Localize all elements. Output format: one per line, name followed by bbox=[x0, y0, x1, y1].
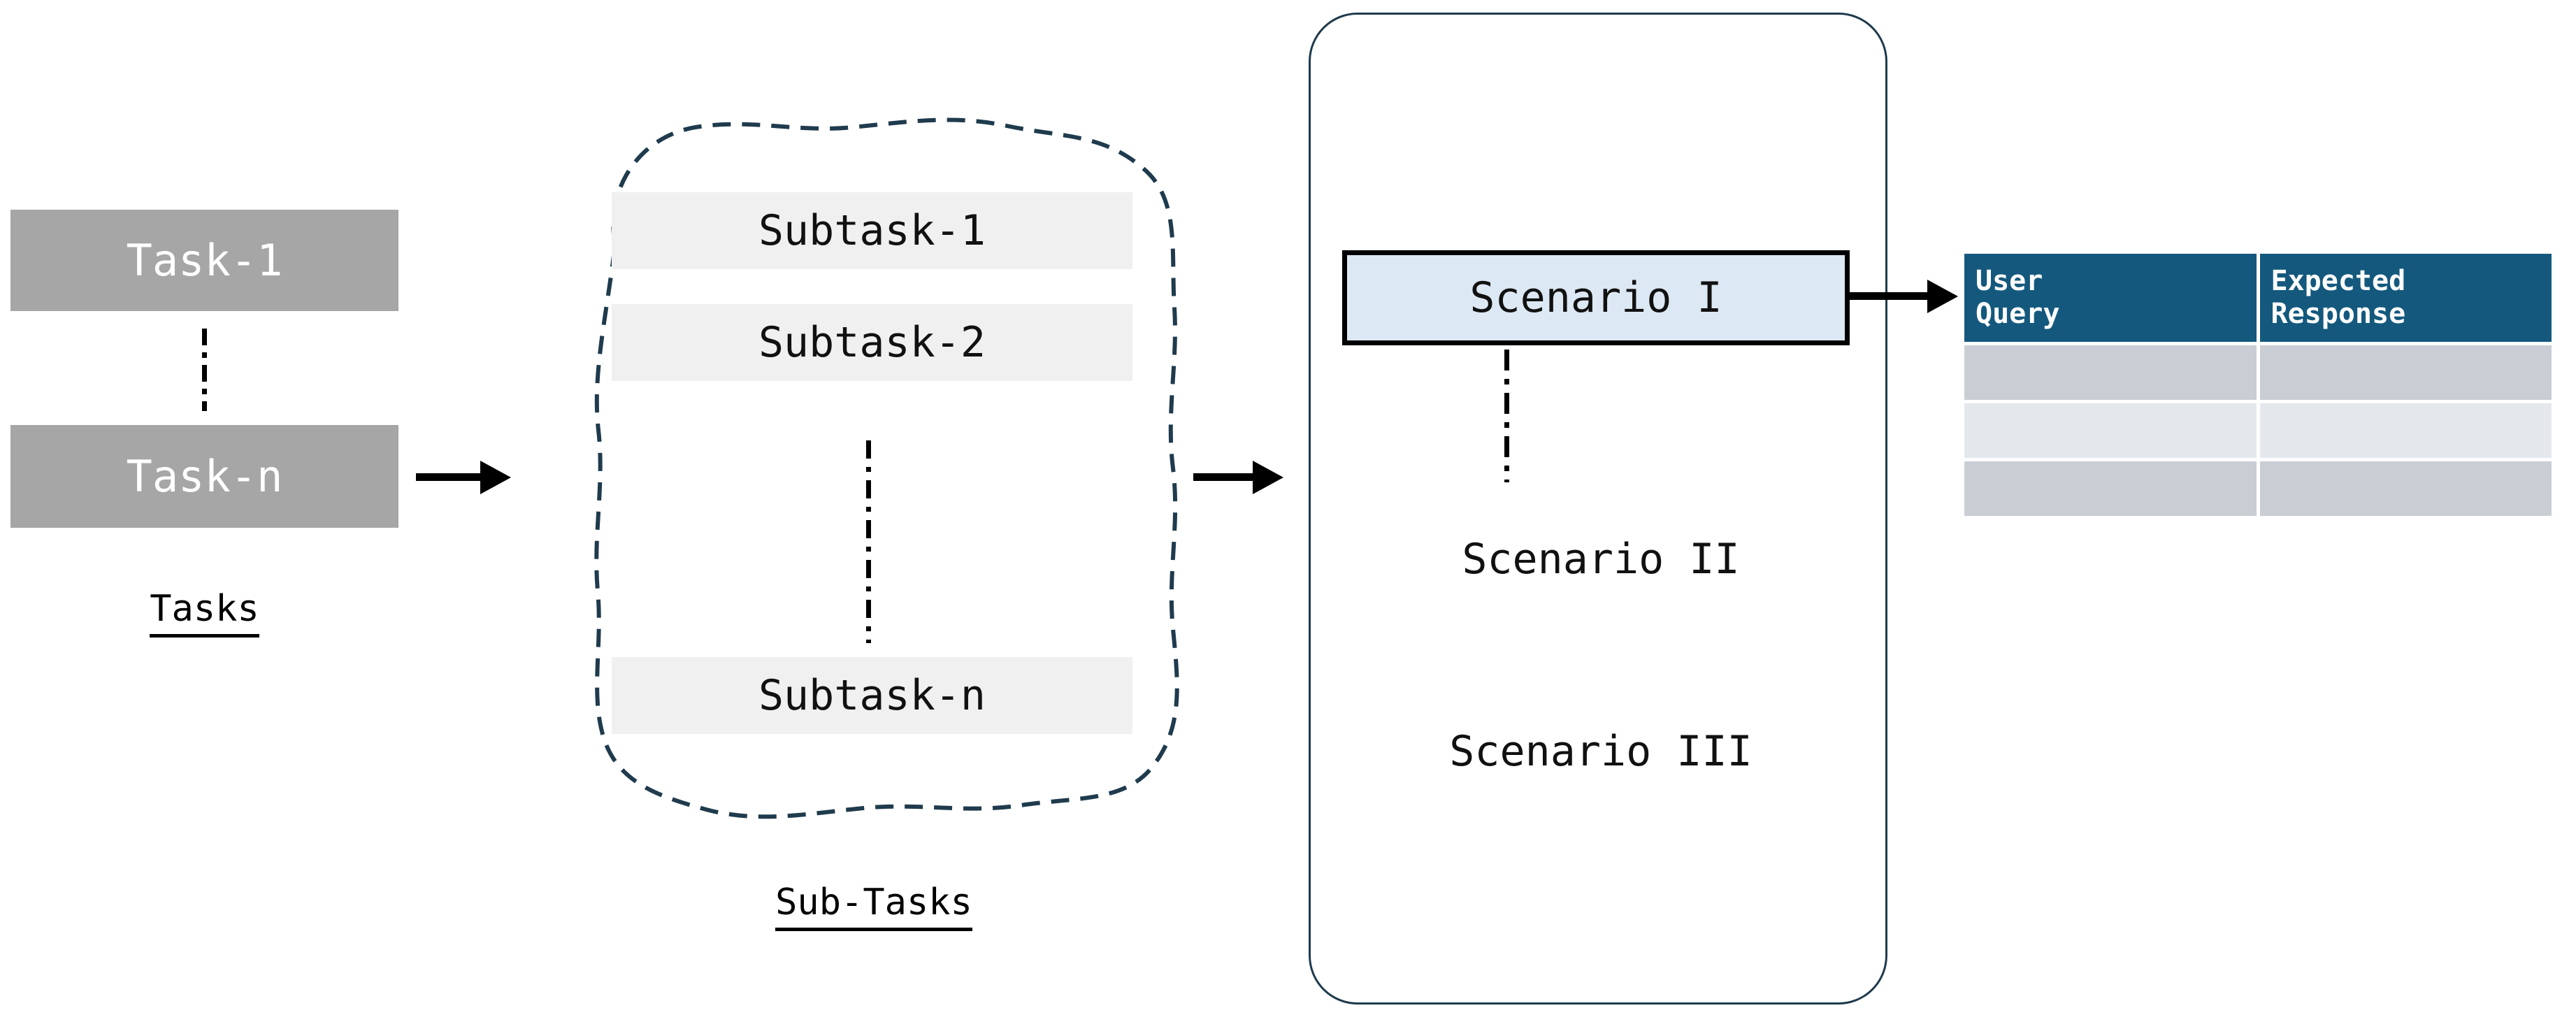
scenarios-card bbox=[1309, 13, 1887, 1005]
arrow-subtasks-to-scenarios-head bbox=[1253, 461, 1283, 494]
subtask-box-n: Subtask-n bbox=[612, 657, 1132, 734]
subtasks-blob-outline bbox=[594, 117, 1179, 819]
scenario-label-2: Scenario II bbox=[1328, 531, 1873, 587]
subtask-box-2: Subtask-2 bbox=[612, 304, 1132, 381]
subtask-box-1-label: Subtask-1 bbox=[758, 206, 986, 255]
subtasks-caption-wrap: Sub-Tasks bbox=[615, 884, 1132, 931]
subtasks-caption: Sub-Tasks bbox=[775, 884, 972, 931]
scenario-box-1[interactable]: Scenario I bbox=[1342, 250, 1850, 345]
qa-cell-user-query bbox=[1964, 403, 2257, 459]
subtask-box-2-label: Subtask-2 bbox=[758, 318, 986, 367]
subtasks-ellipsis-dashdot bbox=[866, 440, 871, 643]
qa-cell-expected-response bbox=[2259, 345, 2552, 401]
table-row bbox=[1964, 461, 2552, 517]
task-box-1-label: Task-1 bbox=[126, 234, 283, 286]
task-box-n-label: Task-n bbox=[126, 450, 283, 502]
scenario-label-2-text: Scenario II bbox=[1462, 535, 1740, 584]
table-row bbox=[1964, 403, 2552, 459]
subtask-box-n-label: Subtask-n bbox=[758, 671, 986, 720]
arrow-scenario-to-table-head bbox=[1927, 280, 1958, 313]
arrow-tasks-to-subtasks-head bbox=[480, 461, 511, 494]
tasks-caption: Tasks bbox=[150, 591, 259, 638]
subtask-box-1: Subtask-1 bbox=[612, 192, 1132, 269]
table-row bbox=[1964, 345, 2552, 401]
qa-cell-user-query bbox=[1964, 345, 2257, 401]
qa-table-body bbox=[1964, 345, 2552, 517]
scenario-box-1-label: Scenario I bbox=[1469, 273, 1722, 322]
qa-cell-expected-response bbox=[2259, 461, 2552, 517]
qa-cell-expected-response bbox=[2259, 403, 2552, 459]
scenarios-ellipsis-dashdot bbox=[1504, 350, 1509, 482]
arrow-tasks-to-subtasks-line bbox=[416, 473, 482, 481]
arrow-scenario-to-table-line bbox=[1845, 292, 1929, 300]
tasks-ellipsis-dashdot bbox=[202, 329, 207, 411]
scenario-label-3: Scenario III bbox=[1328, 724, 1873, 779]
scenario-label-3-text: Scenario III bbox=[1449, 727, 1753, 776]
task-box-n: Task-n bbox=[10, 425, 398, 528]
task-box-1: Task-1 bbox=[10, 210, 398, 311]
tasks-caption-wrap: Tasks bbox=[0, 591, 409, 638]
qa-cell-user-query bbox=[1964, 461, 2257, 517]
arrow-subtasks-to-scenarios-line bbox=[1193, 473, 1255, 481]
